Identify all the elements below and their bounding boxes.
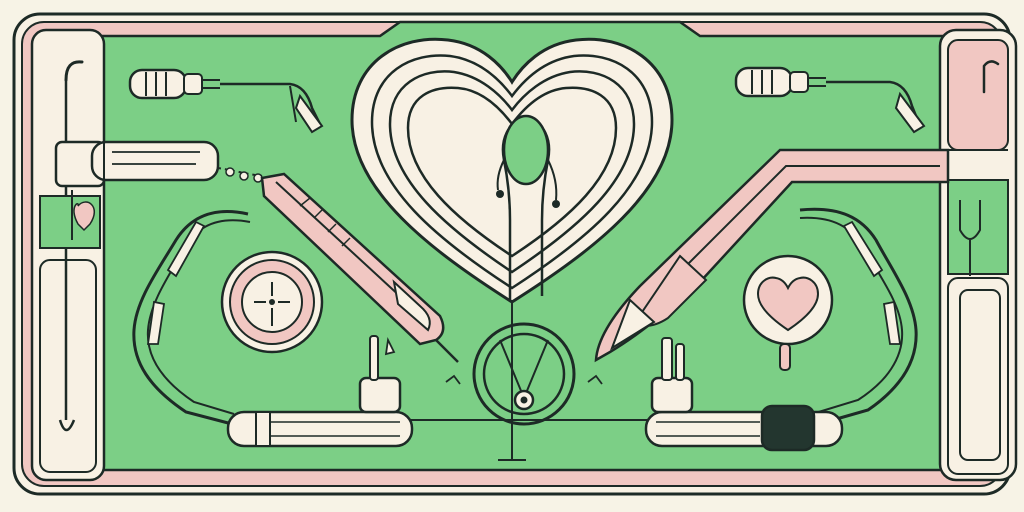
scalpel-icon-left [260, 172, 459, 363]
small-clamp-icon-left [358, 335, 402, 414]
left-side-bar [30, 28, 106, 482]
left-cable-connector [90, 140, 263, 183]
small-clamp-icon-right [650, 337, 694, 414]
plug-icon-right [734, 66, 926, 134]
bottom-left-handle [226, 410, 414, 448]
right-tube-arm [799, 207, 918, 428]
stethoscope-icon [496, 114, 560, 300]
left-tube-arm [132, 210, 251, 426]
heart-gauge-icon-right [742, 254, 834, 371]
right-side-bar [938, 28, 1018, 482]
scalpel-icon-right [594, 148, 950, 363]
bottom-right-handle [644, 404, 844, 452]
gauge-icon-left [220, 250, 324, 354]
center-gauge-icon [445, 300, 603, 461]
plug-icon-left [128, 68, 324, 134]
